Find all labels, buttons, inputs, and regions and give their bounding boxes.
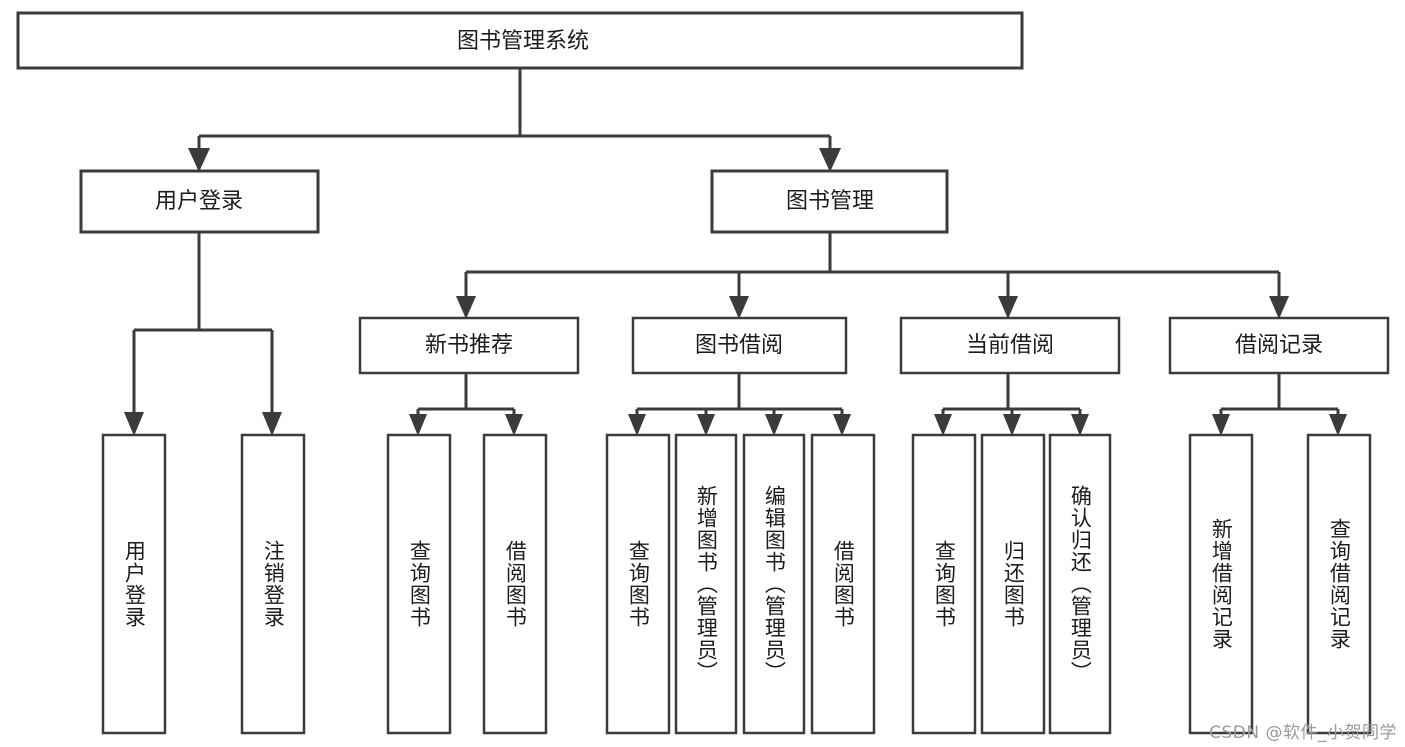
node-borrow-record-box[interactable] [1168,316,1390,375]
leaf-borrow-book-newbook-box[interactable] [482,433,548,735]
leaf-confirm-return-admin-box[interactable] [1048,433,1112,735]
node-new-book-recommend-box[interactable] [358,316,580,375]
leaf-confirm-return-admin-label: 确认归还（管理员） [1068,485,1093,683]
node-current-borrow-box[interactable] [899,316,1121,375]
node-user-login-box[interactable] [79,169,320,234]
node-root-box[interactable] [16,11,1024,70]
leaf-edit-book-admin-label: 编辑图书（管理员） [762,485,787,683]
arrowhead-leaf-6 [697,414,715,436]
leaf-add-borrow-record[interactable]: 新增借阅记录 [1188,433,1254,735]
leaf-borrow-book-label: 借阅图书 [831,540,856,628]
node-root-label: 图书管理系统 [457,29,589,54]
node-current-borrow-label: 当前借阅 [966,333,1054,358]
leaf-edit-book-admin-box[interactable] [742,433,806,735]
leaf-query-book-borrow[interactable]: 查询图书 [605,433,671,735]
leaf-query-borrow-record[interactable]: 查询借阅记录 [1306,433,1372,735]
leaf-query-borrow-record-label: 查询借阅记录 [1327,518,1352,650]
leaf-query-book-newbook-box[interactable] [386,433,452,735]
leaf-borrow-book-newbook[interactable]: 借阅图书 [482,433,548,735]
node-user-login-label: 用户登录 [155,189,243,214]
leaf-add-book-admin[interactable]: 新增图书（管理员） [674,433,738,735]
arrowhead-leaf-10 [1003,414,1021,436]
node-borrow-record-label: 借阅记录 [1235,333,1323,358]
node-root[interactable]: 图书管理系统 [16,11,1024,70]
node-book-management-label: 图书管理 [786,189,874,214]
leaf-query-book-borrow-box[interactable] [605,433,671,735]
leaf-query-book-current-label: 查询图书 [932,540,957,628]
node-user-login[interactable]: 用户登录 [79,169,320,234]
arrowhead-leaf-11 [1071,414,1089,436]
arrowhead-leaf-9 [934,414,952,436]
leaf-user-login-box[interactable] [101,433,167,735]
node-current-borrow[interactable]: 当前借阅 [899,316,1121,375]
leaf-add-book-admin-label: 新增图书（管理员） [694,485,719,683]
arrowhead-record [1269,296,1289,319]
leaf-borrow-book-box[interactable] [810,433,876,735]
leaf-layer: 用户登录 注销登录 查询图书 借阅图书 [101,433,1372,735]
node-book-borrow-box[interactable] [631,316,848,375]
leaf-add-borrow-record-label: 新增借阅记录 [1209,518,1234,650]
node-book-management-box[interactable] [710,169,949,234]
leaf-borrow-book-newbook-label: 借阅图书 [503,540,528,628]
leaf-query-book-current-box[interactable] [911,433,977,735]
leaf-logout-label: 注销登录 [261,540,286,628]
leaf-return-book-box[interactable] [980,433,1046,735]
node-borrow-record[interactable]: 借阅记录 [1168,316,1390,375]
arrowhead-new-book [456,296,476,319]
arrowhead-leaf-13 [1329,414,1347,436]
leaf-query-book-borrow-label: 查询图书 [626,540,651,628]
node-new-book-recommend[interactable]: 新书推荐 [358,316,580,375]
leaf-borrow-book[interactable]: 借阅图书 [810,433,876,735]
arrowhead-leaf-1 [124,412,144,436]
arrowhead-leaf-4 [505,414,523,436]
node-book-borrow-label: 图书借阅 [695,333,783,358]
arrowhead-current [998,296,1018,319]
leaf-query-book-current[interactable]: 查询图书 [911,433,977,735]
arrowhead-leaf-5 [628,414,646,436]
leaf-query-borrow-record-box[interactable] [1306,433,1372,735]
leaf-return-book-label: 归还图书 [1001,540,1026,628]
arrowhead-leaf-12 [1212,414,1230,436]
leaf-add-borrow-record-box[interactable] [1188,433,1254,735]
leaf-user-login-label: 用户登录 [122,540,147,628]
node-book-management[interactable]: 图书管理 [710,169,949,234]
arrowhead-borrow [729,296,749,319]
arrowhead-leaf-7 [765,414,783,436]
arrowhead-leaf-2 [262,412,282,436]
arrowhead-leaf-8 [833,414,851,436]
leaf-edit-book-admin[interactable]: 编辑图书（管理员） [742,433,806,735]
node-new-book-recommend-label: 新书推荐 [425,333,513,358]
leaf-confirm-return-admin[interactable]: 确认归还（管理员） [1048,433,1112,735]
leaf-logout-box[interactable] [240,433,306,735]
leaf-query-book-newbook[interactable]: 查询图书 [386,433,452,735]
leaf-query-book-newbook-label: 查询图书 [407,540,432,628]
leaf-user-login[interactable]: 用户登录 [101,433,167,735]
arrowhead-layer [124,148,1347,436]
leaf-add-book-admin-box[interactable] [674,433,738,735]
leaf-logout[interactable]: 注销登录 [240,433,306,735]
arrowhead-book-mgmt [819,148,841,172]
arrowhead-leaf-3 [409,414,427,436]
leaf-return-book[interactable]: 归还图书 [980,433,1046,735]
arrowhead-user-login [188,148,210,172]
node-book-borrow[interactable]: 图书借阅 [631,316,848,375]
